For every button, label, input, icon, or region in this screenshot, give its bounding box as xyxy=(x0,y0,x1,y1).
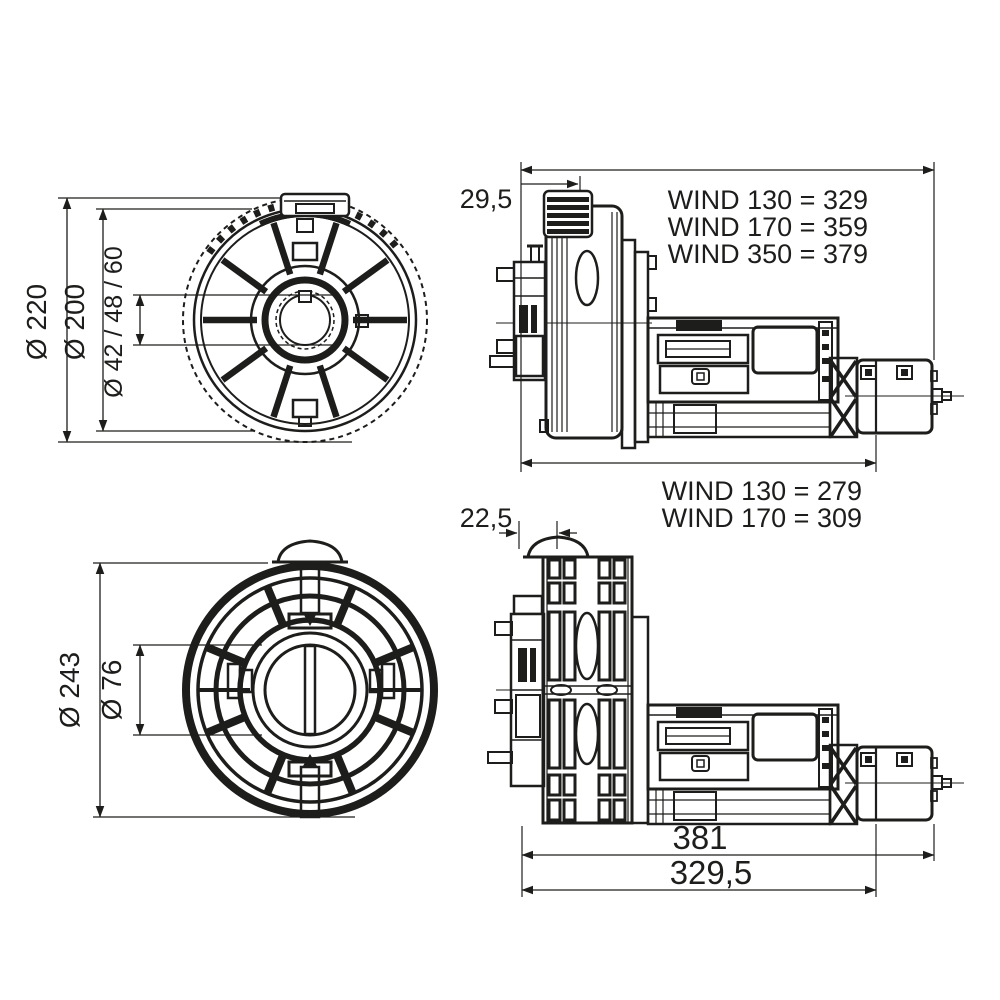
front-view-large-drum: Ø 243 Ø 76 xyxy=(54,539,438,819)
label-drum-length-1: WIND 130 = 279 xyxy=(662,476,862,506)
striped-cap-top xyxy=(542,189,594,239)
center-bar xyxy=(303,644,317,736)
label-outer-diameter-bottom: Ø 243 xyxy=(54,652,85,728)
spokes xyxy=(203,221,407,419)
slats xyxy=(547,558,627,822)
flange-top xyxy=(620,238,657,450)
key-notch xyxy=(298,290,312,303)
label-overall-length-bottom: 381 xyxy=(672,819,727,856)
left-bracket-bottom xyxy=(487,594,546,788)
label-drum-length-bottom: 329,5 xyxy=(670,854,753,891)
label-rim-diameter-top: Ø 200 xyxy=(59,284,90,360)
label-drum-length-2: WIND 170 = 309 xyxy=(662,503,862,533)
label-overall-length-2: WIND 170 = 359 xyxy=(668,212,868,242)
label-outer-diameter-top: Ø 220 xyxy=(21,284,52,360)
front-view-small-drum: Ø 220 Ø 200 Ø 42 / 48 / 60 xyxy=(21,192,428,443)
dome-cap xyxy=(272,539,348,564)
dome-cap-side xyxy=(523,535,593,559)
gear-teeth-arc xyxy=(206,199,404,255)
flange-bottom xyxy=(630,615,650,825)
label-bore-diameter-bottom: Ø 76 xyxy=(96,660,127,721)
left-bracket-top xyxy=(489,244,547,382)
label-overall-length-1: WIND 130 = 329 xyxy=(668,185,868,215)
label-bore-diameter-top: Ø 42 / 48 / 60 xyxy=(100,246,128,398)
hub xyxy=(226,612,396,778)
bolts xyxy=(291,218,319,427)
dimensions-side-bottom: 22,5 381 329,5 xyxy=(460,503,935,897)
label-cap-offset-top: 29,5 xyxy=(460,184,513,214)
side-view-large-drum: 22,5 381 329,5 xyxy=(460,503,966,897)
dimensions-side-top: 29,5 WIND 130 = 329 WIND 170 = 359 WIND … xyxy=(460,162,935,533)
drum-slot xyxy=(574,249,600,307)
side-view-small-drum: 29,5 WIND 130 = 329 WIND 170 = 359 WIND … xyxy=(460,162,966,533)
hub xyxy=(249,264,369,376)
cage-drum-side xyxy=(541,555,634,825)
dimensions-front-bottom: Ø 243 Ø 76 xyxy=(54,562,355,818)
outer-ring xyxy=(182,562,438,818)
dimensions-front-top: Ø 220 Ø 200 Ø 42 / 48 / 60 xyxy=(21,197,352,443)
spokes xyxy=(204,584,416,796)
label-cap-offset-bottom: 22,5 xyxy=(460,503,513,533)
drum-cap xyxy=(279,192,351,218)
label-overall-length-3: WIND 350 = 379 xyxy=(668,239,868,269)
drum-side-top xyxy=(539,204,624,440)
